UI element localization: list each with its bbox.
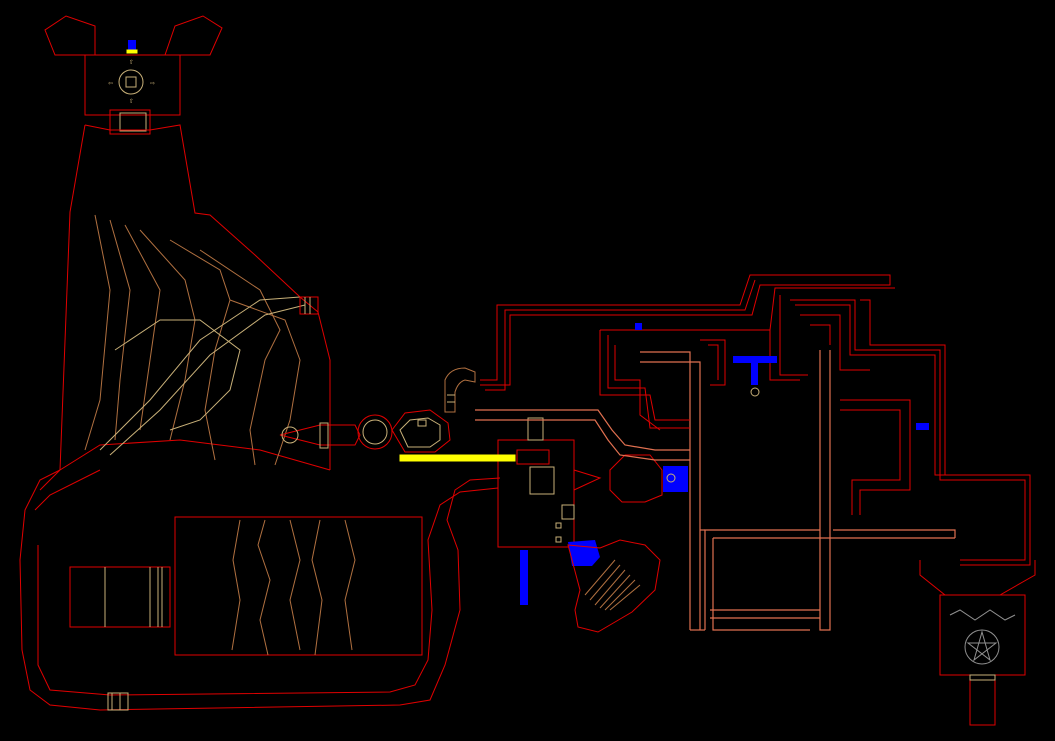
svg-text:⇦: ⇦ <box>108 80 113 87</box>
center-rooms <box>279 367 688 633</box>
start-room: ⇧ ⇧ ⇦ ⇨ <box>44 15 223 135</box>
svg-text:⇧: ⇧ <box>129 98 134 105</box>
svg-text:⇨: ⇨ <box>150 80 155 87</box>
blue-key-door-icon <box>520 550 528 605</box>
pentagram-icon <box>966 630 998 662</box>
yellow-key-door-icon <box>399 454 516 462</box>
exit-room <box>919 560 1036 726</box>
blue-key-door-icon <box>128 40 136 50</box>
blue-key-door-icon <box>751 363 758 385</box>
blue-key-door-icon <box>635 323 642 330</box>
tunnel-network <box>475 350 956 631</box>
svg-text:⇧: ⇧ <box>129 59 134 66</box>
blue-key-door-icon <box>568 540 600 566</box>
cavern-area <box>19 124 501 711</box>
upper-corridors <box>480 274 1031 566</box>
blue-key-door-icon <box>733 356 777 363</box>
yellow-key-door-icon <box>126 49 138 54</box>
blue-key-door-icon <box>916 423 929 430</box>
